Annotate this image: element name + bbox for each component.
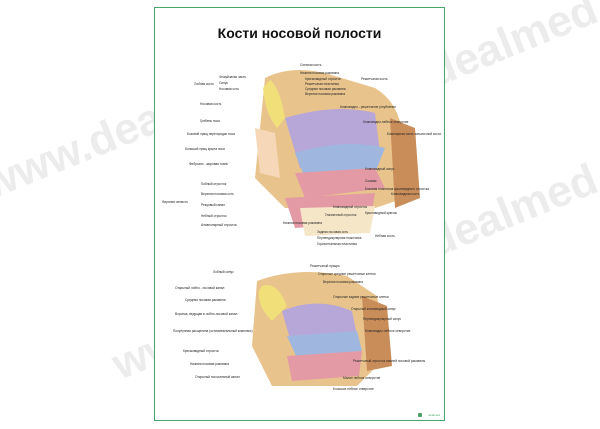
label-perpendicular-plate: Перпендикулярная пластинка (317, 236, 362, 240)
label-uncinate-process: Крючковидный отросток (305, 77, 341, 81)
label-orbital-process: Глазничный отросток (325, 213, 357, 217)
label-horizontal-plate: Горизонтальная пластинка (317, 242, 357, 246)
label-cribriform-plate: Решетчатая пластинка (305, 82, 339, 86)
label-infundibulum: Воронка, ведущая в лобно-носовой канал (175, 312, 238, 316)
label-ethmoid-bone: Решетчатая кость (361, 77, 388, 81)
label-superior-turbinate: Верхняя носовая раковина (305, 92, 346, 96)
label-posterior-ethmoid-cells: Открытые задние решетчатые клетки (333, 295, 389, 299)
label-sphenoid-sinus-open: Открытый клиновидный синус (351, 307, 396, 311)
label-middle-ethmoid-cells: Открытые средние решетчатые клетки (318, 272, 376, 276)
label-nasal-bone: Носовая кость (200, 102, 222, 106)
label-middle-turbinate: Средняя носовая раковина (305, 87, 346, 91)
label-sphenopalatine-foramen-2: Клиновидно-небное отверстие (365, 329, 411, 333)
label-squamous-part: Чешуйчатая часть (219, 75, 247, 79)
label-palatine-process: Небный отросток (201, 214, 227, 218)
label-frontonasal-canal: Открытый лобно - носовой канал (175, 286, 225, 290)
label-frontal-sinus: Лобный синус (213, 270, 234, 274)
label-fibro-fatty-tissue: Фиброзно - жировая ткань (189, 162, 228, 166)
label-inferior-turbinate-2: Нижняя носовая раковина (190, 362, 230, 366)
label-perpendicular-sinus: Перпендикулярный синус (363, 317, 402, 321)
brand-name: dealmed (428, 413, 440, 417)
label-sphenoid-bone: Клиновидная кость (391, 192, 420, 196)
label-sphenoidal-process: Клиновидный отросток (333, 205, 367, 209)
label-anterior-nasal-spine: Верхняя носовая ость (201, 192, 234, 196)
label-frontal-bone: Лобная кость (194, 82, 214, 86)
label-uncinate-process-2: Крючковидный отросток (183, 349, 219, 353)
label-lateral-pterygoid-plate: Боковая пластинка крыловидного отростка (365, 187, 429, 191)
label-sphenopalatine-foramen: Клиновидно-небное отверстие (363, 120, 409, 124)
label-ethmoidal-process: Решетчатый отросток нижней носовой раков… (353, 359, 426, 363)
label-nasal-crest: Гребень носа (200, 119, 220, 123)
label-ethmoid-bulla: Решетчатый пузырь (310, 264, 340, 268)
label-sinus: Синус (219, 81, 228, 85)
label-sphenoid-sinus: Клиновидный синус (365, 167, 395, 171)
label-frontal-process: Лобный отросток (201, 182, 227, 186)
label-semilunar-hiatus: Полулунная расщелина (остиомеатальный ко… (173, 329, 253, 333)
label-pterygoid-hamulus: Крыловидный крючок (365, 211, 397, 215)
label-alar-cartilage: Большой хрящ крыла носа (185, 147, 225, 151)
skull-sagittal-figure-1 (255, 69, 420, 236)
poster-title: Кости носовой полости (217, 25, 382, 41)
label-maxilla: Верхняя челюсть (162, 200, 188, 204)
label-inferior-turbinate-top: Нижняя носовая раковина (300, 71, 340, 75)
label-incisive-canal: Резцовый канал (201, 203, 225, 207)
label-basilar-part: Базилярная часть затылочной кости (387, 132, 442, 136)
label-sphenoethmoidal-recess: Клиновидно - решетчатое углубление (340, 105, 396, 109)
label-inferior-turbinate-bottom: Нижняя носовая раковина (283, 221, 323, 225)
label-lesser-palatine-foramen: Малое небное отверстие (343, 376, 381, 380)
label-nasolacrimal-canal: Открытый носослезный канал (195, 375, 240, 379)
label-lacrimal-bone: Слезная кость (300, 63, 322, 67)
brand-logo-icon (418, 413, 422, 417)
label-lateral-cartilage: Боковой хрящ перегородки носа (187, 132, 235, 136)
label-palatine-bone: Небная кость (375, 234, 395, 238)
label-vomer: Сошник (365, 179, 377, 183)
label-alveolar-process: Альвеолярный отросток (201, 223, 237, 227)
label-greater-palatine-foramen: Большое небное отверстие (333, 387, 374, 391)
label-nasal-spine: Носовая ость (219, 87, 240, 91)
skull-sagittal-figure-2 (252, 272, 392, 386)
label-middle-turbinate-2: Средняя носовая раковина (185, 298, 226, 302)
poster: Кости носовой полости Лобная кость Чешуй… (154, 7, 445, 421)
label-superior-turbinate-2: Верхняя носовая раковина (323, 280, 364, 284)
label-posterior-nasal-spine: Задняя носовая ость (317, 230, 349, 234)
